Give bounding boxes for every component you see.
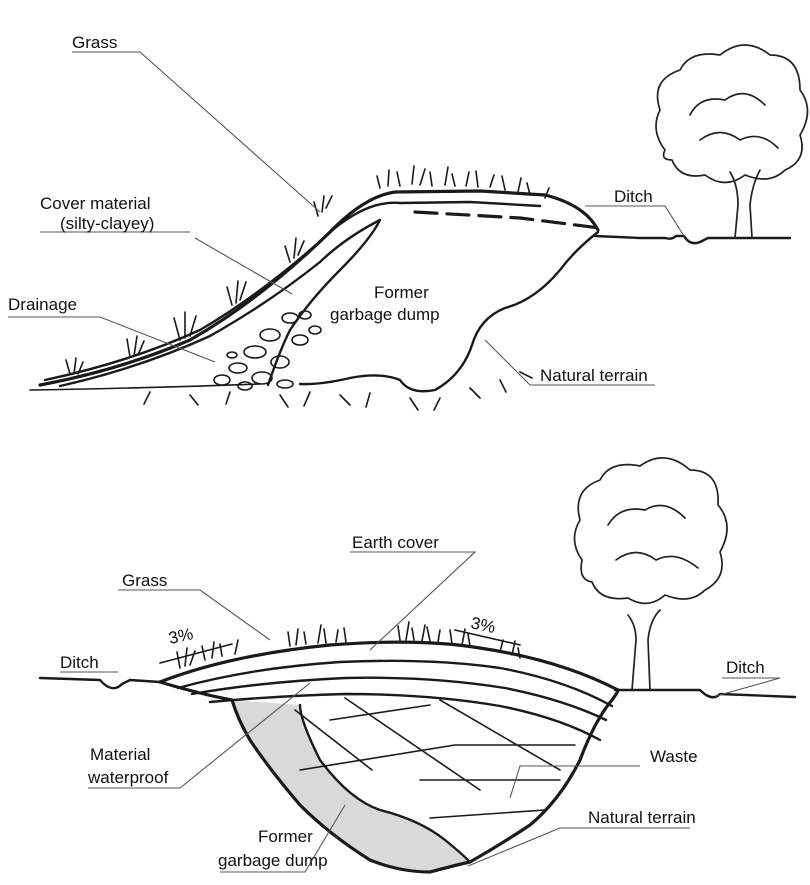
top-label-dump-line1: Former: [374, 283, 429, 302]
top-label-dump-line2: garbage dump: [330, 305, 440, 324]
top-leader-cover: [195, 238, 292, 294]
top-ground-base: [30, 372, 532, 410]
top-label-natural-terrain: Natural terrain: [540, 366, 648, 385]
bottom-label-ditch-right: Ditch: [726, 658, 765, 677]
top-former-surface-dashed: [415, 212, 600, 228]
top-label-cover-line1: Cover material: [40, 194, 151, 213]
bottom-label-natural-terrain: Natural terrain: [588, 808, 696, 827]
bottom-tree-illustration: [574, 458, 727, 690]
top-label-cover-line2: (silty-clayey): [60, 214, 154, 233]
bottom-label-earth-cover: Earth cover: [352, 533, 439, 552]
top-tree-illustration: [656, 45, 808, 238]
top-leader-drainage: [8, 317, 215, 362]
bottom-label-material-line2: waterproof: [87, 768, 169, 787]
top-drainage-rubble: [214, 311, 321, 390]
top-leader-grass: [72, 52, 320, 212]
bottom-label-grass: Grass: [122, 571, 167, 590]
bottom-leader-grass: [118, 590, 270, 640]
bottom-label-material-line1: Material: [90, 745, 150, 764]
bottom-ground-left: [40, 678, 160, 688]
bottom-leader-ditch-right: [716, 678, 780, 696]
bottom-label-waste: Waste: [650, 747, 698, 766]
top-label-drainage: Drainage: [8, 295, 77, 314]
top-ground-line: [595, 236, 790, 243]
bottom-earth-surface: [160, 642, 618, 690]
top-cover-lower-edge: [60, 220, 380, 386]
bottom-label-dump-line1: Former: [258, 827, 313, 846]
top-label-grass: Grass: [72, 33, 117, 52]
bottom-ground-right: [615, 690, 795, 697]
top-label-ditch: Ditch: [614, 187, 653, 206]
bottom-label-dump-line2: garbage dump: [218, 851, 328, 870]
bottom-label-slope-left: 3%: [167, 624, 195, 648]
bottom-leader-natural-terrain: [468, 828, 690, 866]
top-leader-ditch: [585, 206, 684, 236]
bottom-label-ditch-left: Ditch: [60, 653, 99, 672]
